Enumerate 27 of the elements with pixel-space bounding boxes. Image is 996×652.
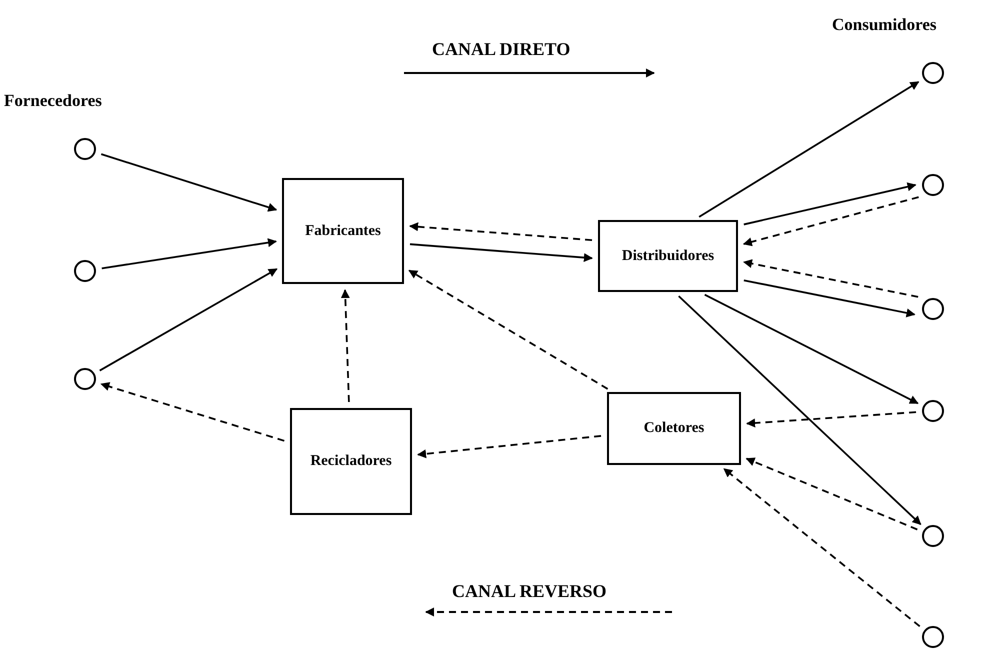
- arrow: [723, 468, 920, 628]
- arrow: [704, 294, 919, 404]
- process-box: Fabricantes: [282, 178, 404, 284]
- arrow: [100, 382, 285, 442]
- arrow: [340, 289, 350, 402]
- arrow: [408, 270, 608, 390]
- arrow: [698, 81, 920, 218]
- arrow: [409, 222, 592, 242]
- arrow: [746, 458, 918, 530]
- process-box: Distribuidores: [598, 220, 738, 292]
- arrow: [743, 259, 918, 298]
- legend-text: CANAL DIRETO: [432, 38, 570, 61]
- arrow: [744, 279, 916, 318]
- arrow: [99, 268, 278, 372]
- arrow: [102, 238, 277, 270]
- process-box: Coletores: [607, 392, 741, 465]
- arrow: [742, 196, 919, 246]
- group-heading: Fornecedores: [4, 90, 102, 112]
- arrow: [100, 153, 278, 212]
- arrow: [744, 182, 916, 226]
- group-heading: Consumidores: [832, 14, 937, 36]
- arrow: [746, 411, 916, 428]
- process-box: Recicladores: [290, 408, 412, 515]
- arrow: [417, 435, 602, 458]
- arrow: [678, 295, 922, 525]
- arrow: [410, 243, 593, 262]
- legend-text: CANAL REVERSO: [452, 580, 607, 603]
